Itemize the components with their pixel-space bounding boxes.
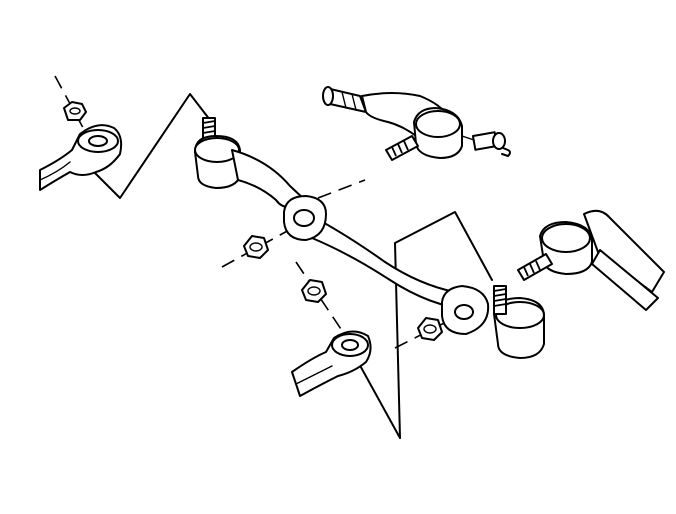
hex-nut-left: [63, 101, 87, 121]
relay-rod-right-eye: [441, 285, 490, 335]
idler-arm-bracket: [39, 124, 123, 191]
cotter-pin-upper: [501, 147, 511, 157]
callout-leader-right: [356, 211, 493, 439]
inner-tie-rod-end: [322, 86, 463, 161]
pitman-arm: [291, 330, 372, 397]
tie-rod-boss-right: [493, 285, 545, 359]
castle-nut-upper: [461, 131, 506, 151]
outer-tie-rod-end: [517, 209, 665, 311]
hex-nut-center: [243, 235, 269, 259]
castle-nut-pitman: [301, 279, 327, 303]
hex-nut-right: [417, 317, 443, 341]
idler-arm: [194, 117, 306, 208]
callout-leader-left: [91, 93, 211, 199]
